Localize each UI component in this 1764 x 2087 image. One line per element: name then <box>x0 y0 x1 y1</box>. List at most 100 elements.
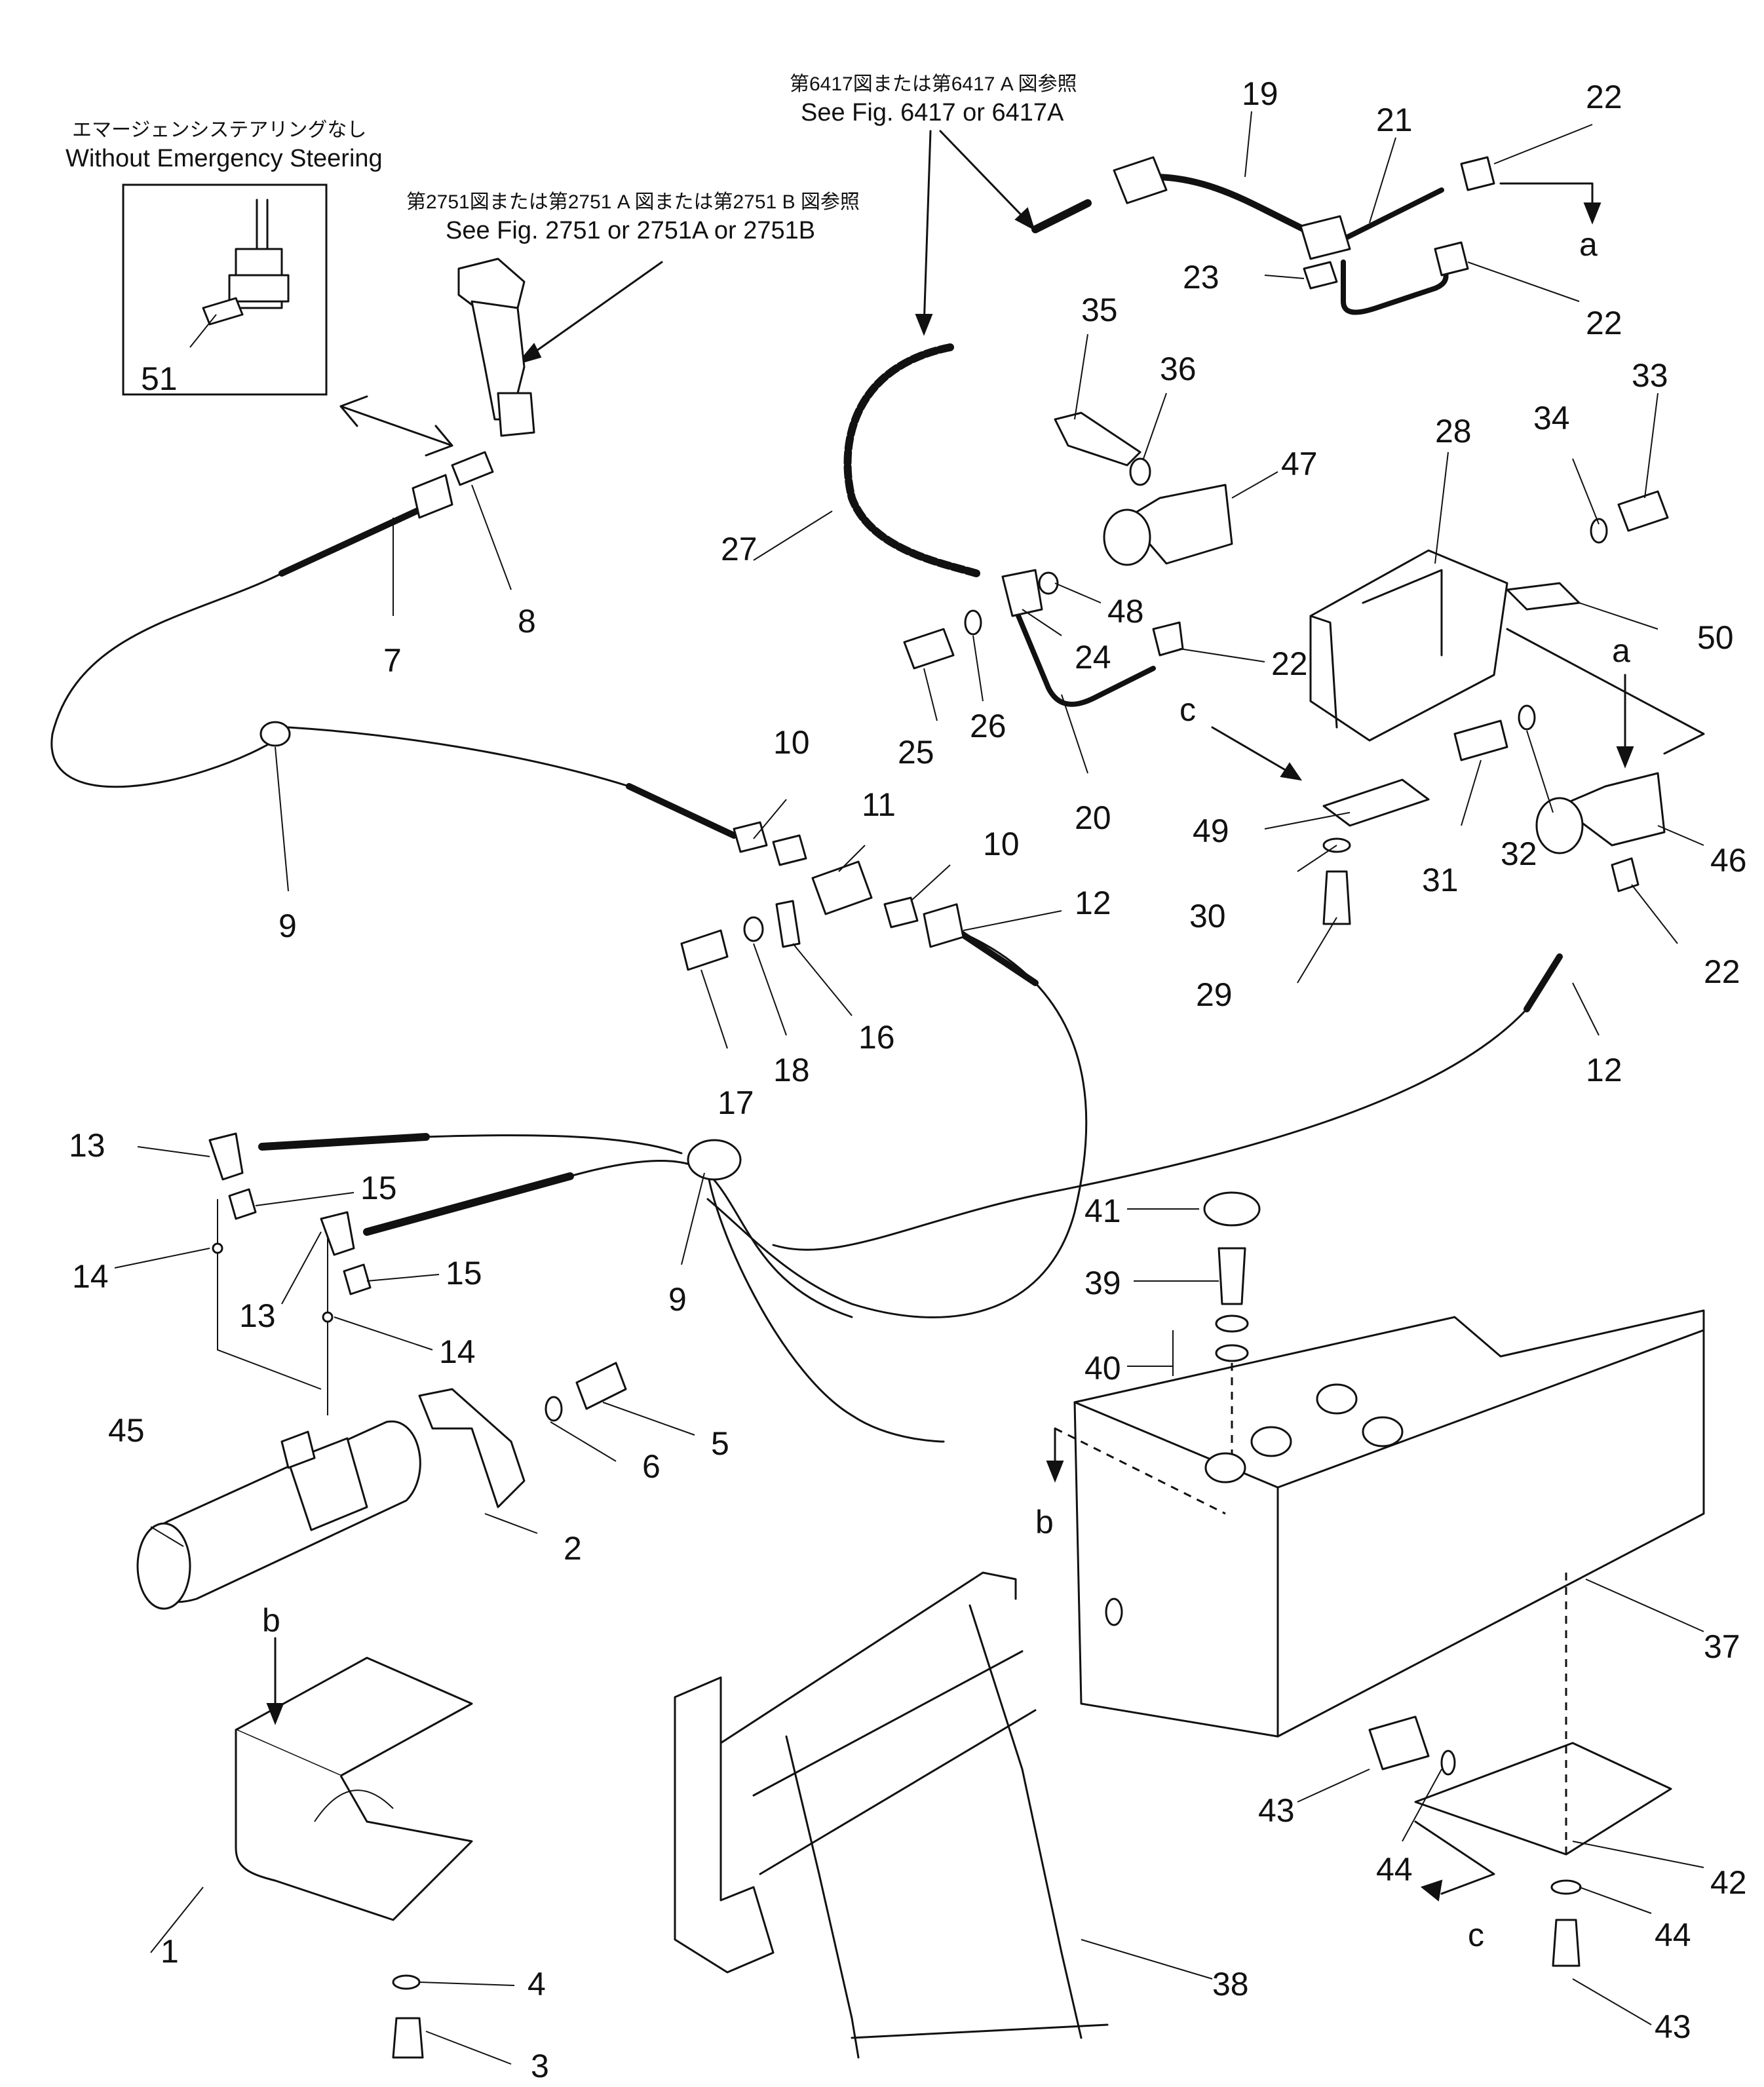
callout-9a: 9 <box>278 908 297 944</box>
part-22-fitting-a <box>1152 621 1184 657</box>
callout-1: 1 <box>161 1933 179 1970</box>
part-22-fitting-c <box>1434 241 1469 277</box>
ref-a-2: a <box>1612 632 1630 669</box>
callout-32: 32 <box>1501 835 1537 872</box>
part-43-bolt-b <box>1552 1919 1581 1967</box>
callout-13b: 13 <box>239 1297 276 1334</box>
callout-43b: 43 <box>1655 2008 1691 2045</box>
part-44-washer-b <box>1550 1879 1582 1895</box>
callout-25: 25 <box>898 734 934 771</box>
part-13-elbow-a <box>208 1132 244 1181</box>
callout-49: 49 <box>1193 813 1229 849</box>
part-18-washer <box>743 916 764 942</box>
part-24-elbow <box>1001 569 1043 617</box>
callout-41: 41 <box>1084 1193 1121 1229</box>
callout-46: 46 <box>1710 842 1747 879</box>
callout-2: 2 <box>564 1530 582 1567</box>
callout-12a: 12 <box>1075 885 1111 921</box>
components <box>136 156 1705 2059</box>
part-41-cap <box>1203 1191 1261 1227</box>
part-35-bolt <box>1054 412 1141 467</box>
callout-15b: 15 <box>446 1255 482 1292</box>
part-4-washer <box>392 1974 421 1990</box>
inset-without-emergency-steering: エマージェンシステアリングなし Without Emergency Steeri… <box>66 119 383 396</box>
part-51-plug <box>202 297 244 326</box>
callout-18: 18 <box>773 1052 810 1088</box>
part-32-washer <box>1518 704 1536 731</box>
callout-47: 47 <box>1281 446 1318 482</box>
callout-22d: 22 <box>1704 953 1740 990</box>
callout-44b: 44 <box>1655 1917 1691 1953</box>
part-46-valve <box>1535 772 1666 854</box>
part-29-bolt <box>1322 870 1351 925</box>
part-7-nut <box>412 474 453 519</box>
ref-c-2: c <box>1468 1917 1484 1953</box>
callout-33: 33 <box>1632 357 1668 394</box>
callout-11: 11 <box>862 786 896 823</box>
callout-5: 5 <box>711 1425 729 1462</box>
callout-20: 20 <box>1075 799 1111 836</box>
part-12-nut-a <box>923 903 965 948</box>
callout-42: 42 <box>1710 1864 1747 1901</box>
reference-markers: a a c c b b <box>262 182 1705 1953</box>
callout-3: 3 <box>531 2048 549 2084</box>
part-44-washer-a <box>1440 1750 1456 1776</box>
callout-51: 51 <box>141 360 178 397</box>
callout-43a: 43 <box>1258 1792 1295 1829</box>
note-without-es-en: Without Emergency Steering <box>66 145 383 172</box>
leader-lines <box>114 111 1704 2065</box>
part-2-bracket <box>418 1388 526 1508</box>
callout-8: 8 <box>518 603 536 640</box>
callout-10a: 10 <box>773 724 810 761</box>
callout-50: 50 <box>1697 619 1734 656</box>
steering-valve-assembly <box>457 258 535 437</box>
callout-45: 45 <box>108 1412 145 1449</box>
part-26-washer <box>964 609 982 636</box>
note-fig6417-en: See Fig. 6417 or 6417A <box>801 99 1064 126</box>
hose-routing <box>50 174 1563 1443</box>
callout-13a: 13 <box>69 1127 105 1164</box>
callout-4: 4 <box>527 1966 546 2002</box>
part-9-clamp-upper <box>259 721 291 747</box>
callout-14b: 14 <box>439 1333 476 1370</box>
callout-numbers: 1 2 3 4 5 6 7 8 9 9 10 10 11 12 12 13 13… <box>69 75 1747 2084</box>
part-38-ladder <box>674 1571 1109 2059</box>
part-50-plate <box>1506 582 1581 611</box>
note-without-es-jp: エマージェンシステアリングなし <box>72 119 366 141</box>
part-1-bracket <box>235 1656 473 1921</box>
callout-19: 19 <box>1242 75 1278 112</box>
ref-c-1: c <box>1179 691 1196 728</box>
part-16-bracket <box>775 900 801 948</box>
part-9-clamp-lower <box>687 1139 742 1181</box>
part-47-valve <box>1103 484 1233 566</box>
ref-b-1: b <box>262 1602 280 1639</box>
callout-12b: 12 <box>1586 1052 1622 1088</box>
part-48-plug <box>1038 571 1059 595</box>
callout-7: 7 <box>383 642 402 679</box>
callout-17: 17 <box>718 1084 754 1121</box>
part-34-washer <box>1590 518 1608 544</box>
callout-6: 6 <box>642 1448 661 1485</box>
callout-35: 35 <box>1081 292 1118 328</box>
ref-a-1: a <box>1579 226 1598 263</box>
note-fig6417: 第6417図または第6417 A 図参照 See Fig. 6417 or 64… <box>790 73 1077 336</box>
part-40-washer-a <box>1215 1314 1249 1333</box>
callout-37: 37 <box>1704 1628 1740 1665</box>
note-fig2751: 第2751図または第2751 A 図または第2751 B 図参照 See Fig… <box>406 191 860 365</box>
callout-27: 27 <box>721 531 757 567</box>
part-10-fitting-c <box>883 896 919 929</box>
callout-39: 39 <box>1084 1265 1121 1301</box>
callout-44a: 44 <box>1376 1851 1413 1888</box>
callout-22a: 22 <box>1586 79 1622 115</box>
callout-40: 40 <box>1084 1350 1121 1387</box>
callout-14a: 14 <box>72 1258 109 1295</box>
note-fig2751-jp: 第2751図または第2751 A 図または第2751 B 図参照 <box>406 191 860 213</box>
callout-22b: 22 <box>1586 305 1622 341</box>
callout-22c: 22 <box>1271 645 1308 682</box>
callout-21: 21 <box>1376 102 1413 138</box>
part-11-coupling <box>811 860 873 915</box>
part-36-washer <box>1129 457 1151 486</box>
part-10-fitting-b <box>772 834 807 866</box>
part-23-fitting <box>1303 261 1338 290</box>
